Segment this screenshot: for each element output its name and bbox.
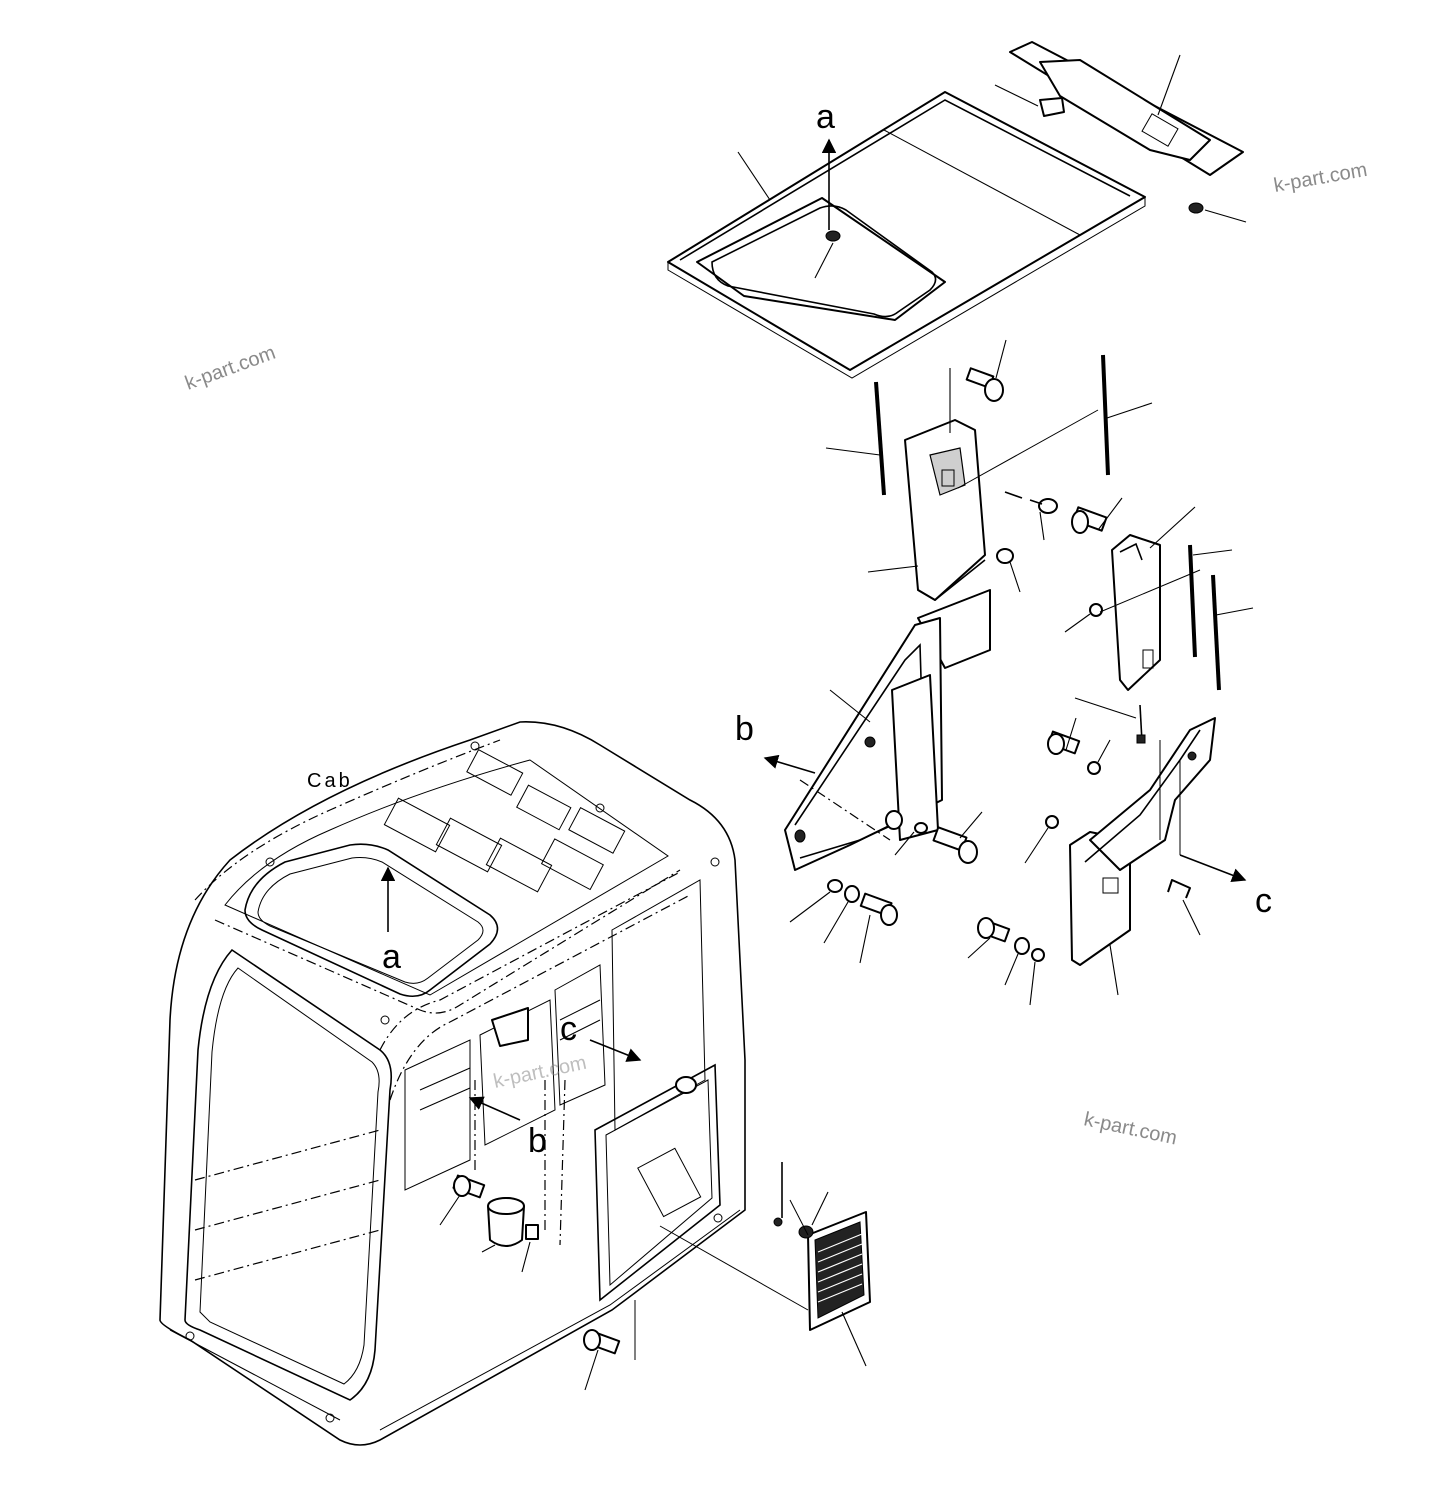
view-marker-c-cab: c (560, 1010, 642, 1062)
svg-text:c: c (560, 1010, 577, 1048)
roof-trim-panel (667, 91, 1146, 379)
cab-frame (159, 721, 746, 1446)
svg-text:c: c (1255, 882, 1272, 920)
assembly-line (799, 779, 891, 841)
right-side-panel (1069, 717, 1216, 996)
view-marker-b-top: b (735, 710, 816, 774)
weatherstrip (825, 354, 1153, 496)
rear-grille (659, 1162, 871, 1367)
rear-top-bracket (994, 41, 1247, 223)
view-marker-b-cab: b (468, 1096, 547, 1160)
leader-line (737, 151, 771, 201)
bolt-washer-set (789, 811, 983, 964)
svg-text:a: a (816, 98, 835, 136)
view-marker-c-top: c (1179, 854, 1272, 920)
watermark: k-part.com (491, 1052, 588, 1093)
watermark: k-part.com (1082, 1108, 1179, 1149)
clip (521, 1224, 539, 1273)
clip (996, 491, 1058, 593)
cup-holder (481, 1197, 525, 1253)
right-fastener-set (967, 717, 1201, 1006)
assembly-line (957, 409, 1099, 489)
svg-text:b: b (735, 710, 754, 748)
view-marker-a-cab: a (380, 866, 401, 976)
cab-bracket (474, 1007, 566, 1246)
bolt (439, 1174, 486, 1226)
bolt (949, 339, 1007, 433)
rod-clip (1074, 697, 1181, 855)
watermark: k-part.com (1272, 159, 1369, 197)
svg-text:b: b (528, 1122, 547, 1160)
watermark: k-part.com (182, 342, 278, 395)
cab-label: Cab (307, 770, 353, 792)
left-side-panel (784, 589, 991, 871)
right-pillar-trim (1064, 497, 1254, 691)
left-pillar-trim (867, 419, 986, 601)
roof-fastener (814, 230, 841, 279)
bolt (583, 1300, 636, 1391)
view-marker-a-top: a (816, 98, 837, 230)
svg-text:a: a (382, 938, 401, 976)
